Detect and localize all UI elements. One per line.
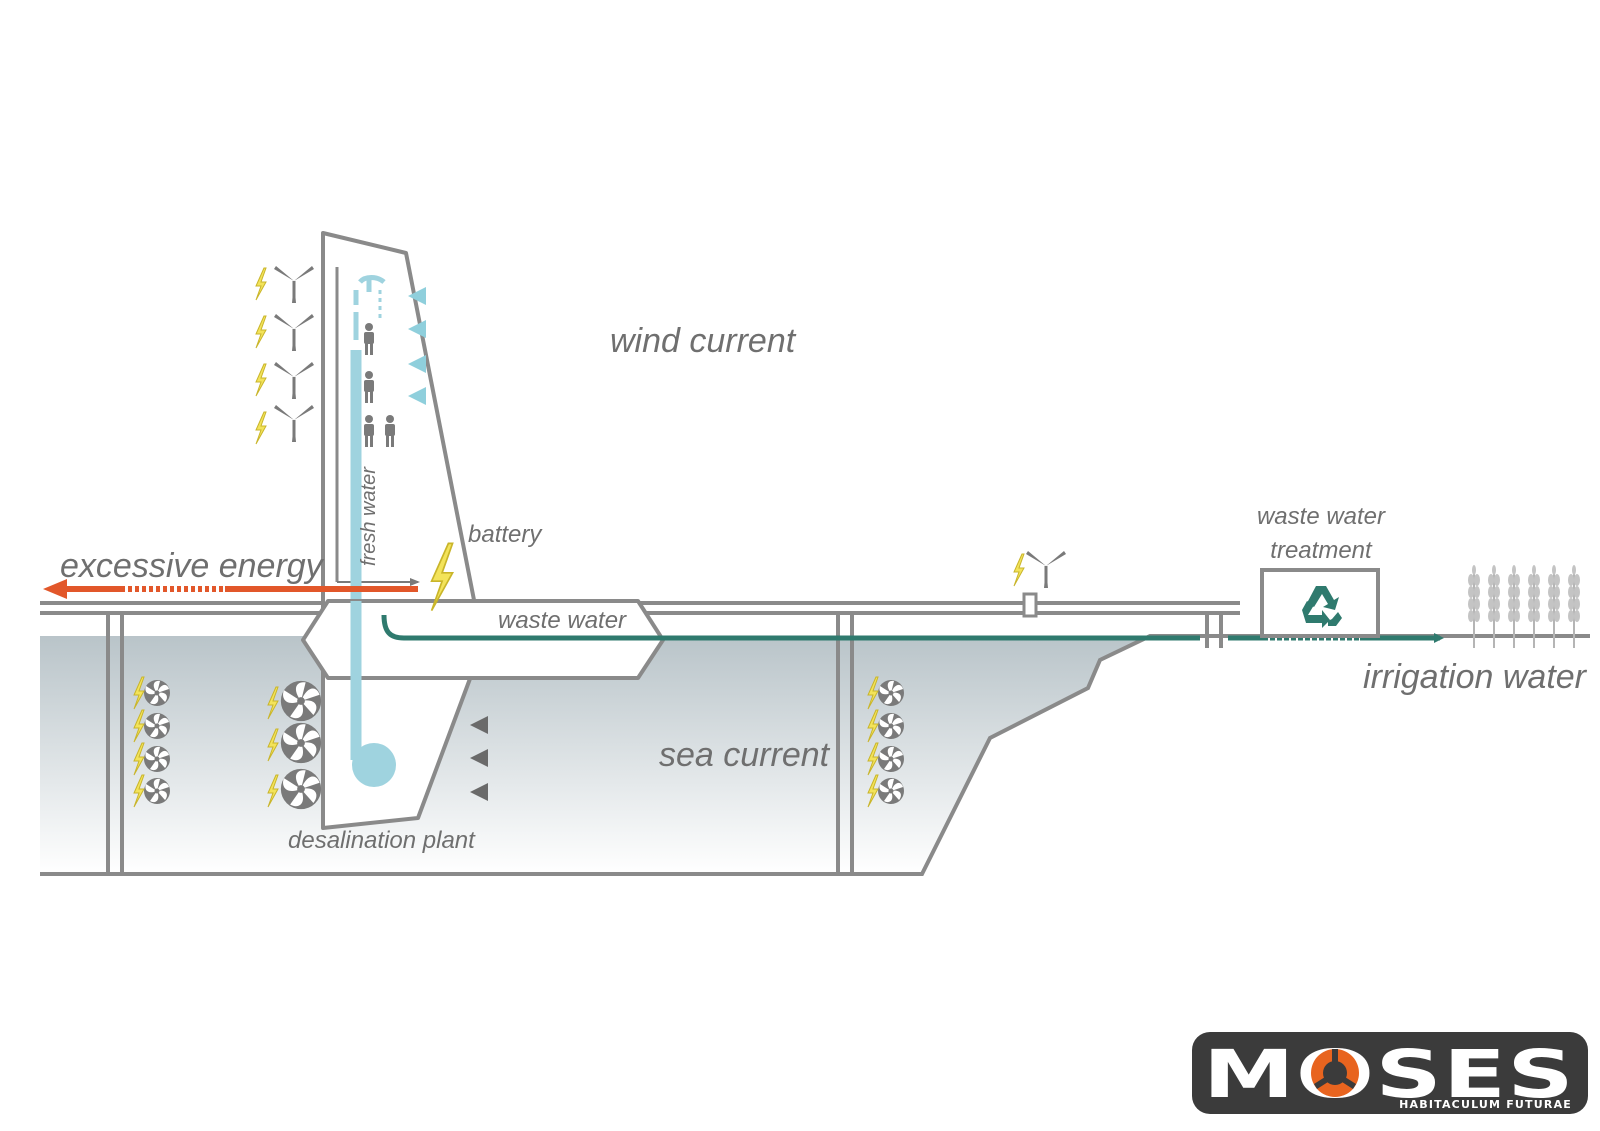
wind-turbine-icon (1024, 549, 1068, 590)
bridge-pillar (836, 613, 854, 874)
turbine-fan-icon (878, 778, 904, 804)
sea-current-label: sea current (659, 736, 831, 774)
battery-icon (430, 542, 455, 612)
turbine-fan-icon (878, 746, 904, 772)
moses-logo: MOSES HABITACULUM FUTURAE (1192, 1032, 1588, 1114)
wind-turbine-icon (272, 360, 316, 401)
battery-label: battery (468, 521, 543, 548)
bridge-pillar (1205, 613, 1223, 648)
logo-tagline: HABITACULUM FUTURAE (1399, 1098, 1572, 1111)
turbine-fan-icon (144, 680, 170, 706)
wind-turbine-group (255, 264, 316, 445)
turbine-fan-icon (144, 778, 170, 804)
waste-water-treatment-label-line1: waste water (1257, 503, 1386, 530)
turbine-fan-icon (144, 713, 170, 739)
turbine-fan-icon (280, 768, 322, 810)
lightning-icon (255, 363, 267, 397)
irrigation-water-label: irrigation water (1363, 658, 1588, 696)
recycle-icon (1302, 586, 1342, 628)
wind-turbine-icon (272, 264, 316, 305)
turbine-fan-icon (280, 722, 322, 764)
wind-turbine-icon (272, 312, 316, 353)
waste-water-pipe (381, 614, 1200, 641)
turbine-fan-icon (878, 680, 904, 706)
excessive-energy-label: excessive energy (60, 547, 325, 585)
excessive-energy-arrow (43, 579, 418, 599)
sea-current-arrows (470, 716, 642, 801)
turbine-fan-icon (144, 746, 170, 772)
waste-water-treatment-label-line2: treatment (1270, 537, 1373, 564)
bridge-pillar (106, 613, 124, 874)
wind-current-label: wind current (610, 322, 797, 360)
lightning-icon (255, 267, 267, 301)
lightning-icon (255, 315, 267, 349)
fresh-water-label: fresh water (358, 466, 380, 566)
waste-water-label: waste water (498, 607, 627, 634)
logo-steering-wheel-icon (1311, 1049, 1359, 1097)
logo-wordmark: MOSES (1203, 1036, 1575, 1113)
desalination-plant-label: desalination plant (288, 827, 476, 854)
wind-current-arrows (408, 287, 580, 405)
deck-wind-turbine (1013, 549, 1068, 618)
turbine-fan-icon (280, 680, 322, 722)
wind-turbine-icon (272, 403, 316, 444)
lightning-icon (255, 411, 267, 445)
turbine-fan-icon (878, 713, 904, 739)
lightning-icon (1013, 553, 1025, 587)
waste-water-treatment-plant (1260, 568, 1380, 638)
